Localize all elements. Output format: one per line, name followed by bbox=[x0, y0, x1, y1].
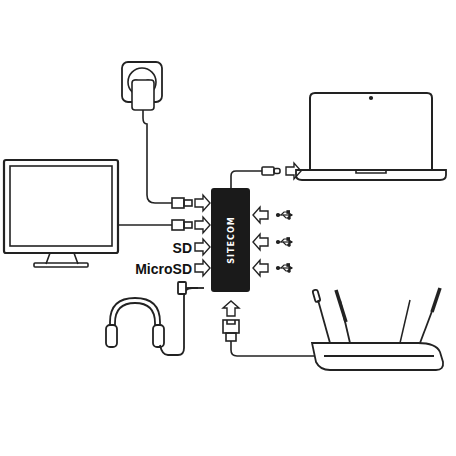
router bbox=[312, 288, 443, 370]
hdmi-plug bbox=[172, 220, 184, 230]
port-label: MicroSD bbox=[135, 261, 192, 277]
usb-ports bbox=[253, 207, 292, 276]
power-adapter bbox=[122, 62, 192, 208]
monitor bbox=[4, 160, 118, 267]
brand-logo: SITECOM bbox=[226, 216, 235, 263]
usb-c-cable bbox=[231, 163, 301, 188]
hdmi-tip bbox=[184, 222, 192, 228]
usb-hub: SITECOM bbox=[211, 188, 250, 292]
headphones bbox=[106, 282, 204, 355]
port-label: SD bbox=[173, 240, 192, 256]
hdmi-cable bbox=[118, 224, 172, 226]
laptop bbox=[296, 93, 446, 180]
